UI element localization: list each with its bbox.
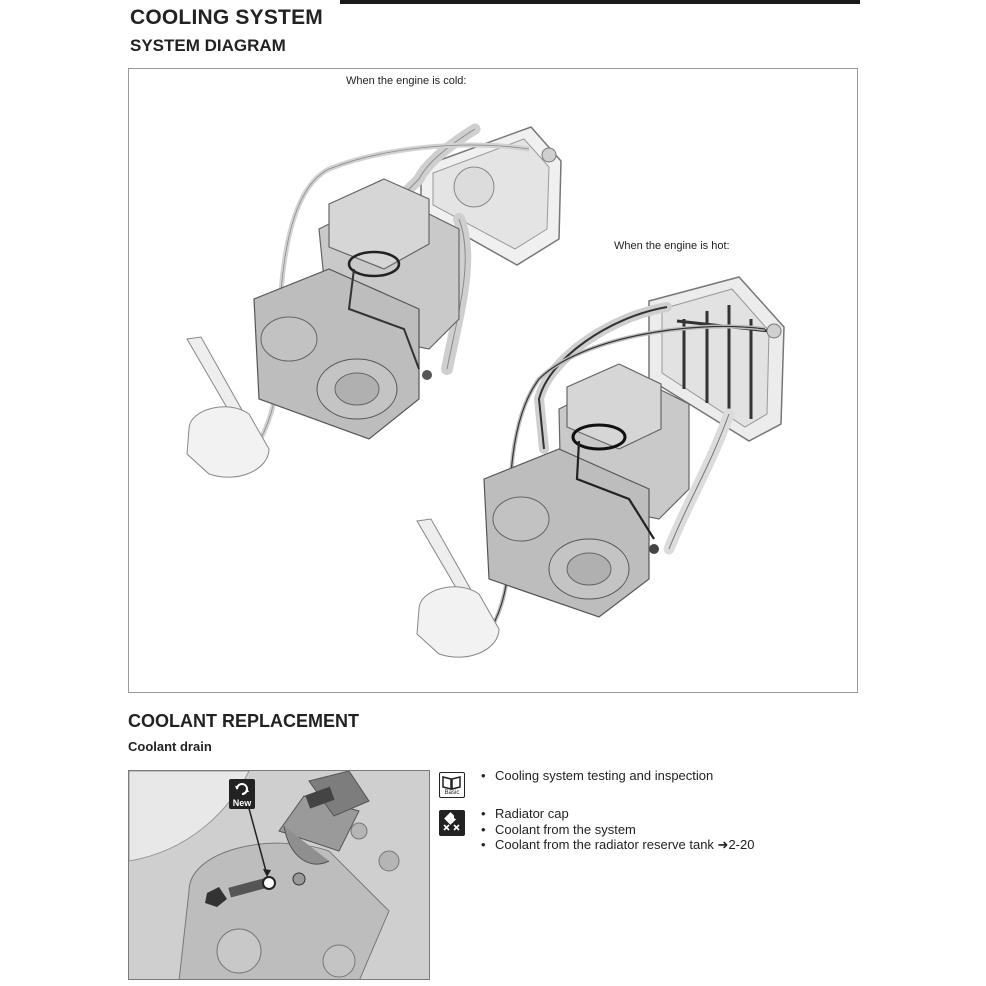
remove-parts-icon [439, 810, 465, 836]
caption-hot-engine: When the engine is hot: [614, 240, 730, 252]
new-badge-label: New [232, 798, 252, 808]
section-title-coolant-replacement: COOLANT REPLACEMENT [128, 711, 359, 731]
drain-bolt-illustration [129, 771, 429, 979]
list-item: Coolant from the radiator reserve tank ➜… [481, 837, 754, 853]
basic-procedure-list: Cooling system testing and inspection [481, 768, 713, 784]
cooling-system-illustration [186, 123, 785, 658]
list-item: Radiator cap [481, 806, 754, 822]
cold-engine-block [253, 178, 460, 440]
coolant-drain-photo: New [128, 770, 430, 980]
hot-engine-block [483, 363, 690, 618]
basic-label: Basic [444, 790, 460, 796]
cold-reserve-tank [186, 336, 270, 478]
header-rule [340, 0, 860, 4]
caption-cold-engine: When the engine is cold: [346, 75, 467, 87]
section-title-system-diagram: SYSTEM DIAGRAM [130, 36, 286, 55]
cold-engine-illustration [186, 123, 562, 478]
system-diagram: When the engine is cold: When the engine… [128, 68, 858, 693]
hot-reserve-tank [416, 518, 500, 658]
book-icon: Basic [439, 772, 465, 798]
list-item: Cooling system testing and inspection [481, 768, 713, 784]
hot-engine-illustration [416, 276, 785, 658]
page-title: COOLING SYSTEM [130, 6, 323, 29]
list-item: Coolant from the system [481, 822, 754, 838]
removal-procedure-list: Radiator cap Coolant from the system Coo… [481, 806, 754, 853]
subsection-title-coolant-drain: Coolant drain [128, 739, 212, 754]
replace-new-icon: New [229, 779, 255, 809]
